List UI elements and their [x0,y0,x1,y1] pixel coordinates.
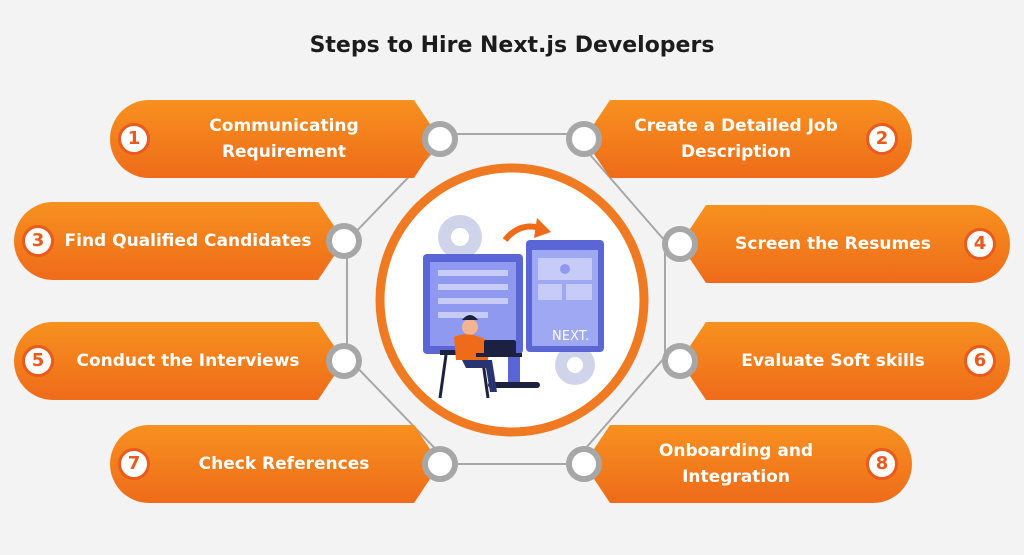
step-number-1: 1 [118,123,150,155]
laptop-icon [476,340,522,357]
step-number-2: 2 [866,123,898,155]
step-pill-5 [14,322,344,400]
connector-node-4 [662,226,698,262]
connector-node-1 [422,121,458,157]
step-pill-7 [110,425,440,503]
step-label-3: Find Qualified Candidates [58,228,318,254]
next-logo-text: NEXT. [552,329,589,344]
center-illustration: NEXT. [375,163,649,437]
page-title: Steps to Hire Next.js Developers [309,33,715,58]
step-number-4: 4 [964,228,996,260]
step-label-line: Communicating [209,116,359,136]
step-label-line: Evaluate Soft skills [741,351,925,371]
connector-node-6 [662,343,698,379]
step-label-line: Screen the Resumes [735,234,931,254]
step-label-line: Onboarding and [658,441,814,461]
connector-node-3 [326,223,362,259]
step-label-line: Requirement [221,142,347,162]
step-number-8: 8 [866,448,898,480]
connector-node-8 [566,446,602,482]
step-label-4: Screen the Resumes [706,231,960,257]
step-pill-1 [110,100,440,178]
step-pill-2 [584,100,912,178]
step-pill-3 [14,202,344,280]
step-label-line: Create a Detailed Job [634,116,838,136]
step-number-6: 6 [964,345,996,377]
step-label-line: Check References [198,454,370,474]
arrow-head-icon [534,218,551,238]
step-number-7: 7 [118,448,150,480]
step-number-3: 3 [22,225,54,257]
step-label-line: Conduct the Interviews [76,351,300,371]
gear-icon [438,215,595,385]
step-pill-6 [680,322,1010,400]
step-label-7: Check References [154,451,414,477]
connector-node-2 [566,121,602,157]
connector-node-5 [326,343,362,379]
step-label-line: Find Qualified Candidates [64,231,312,251]
step-label-line: Description [681,142,791,162]
step-number-5: 5 [22,345,54,377]
step-label-line: Integration [682,467,790,487]
step-pill-8 [584,425,912,503]
step-label-5: Conduct the Interviews [58,348,318,374]
browser-window-icon [526,240,604,352]
step-pill-4 [680,205,1010,283]
step-label-6: Evaluate Soft skills [706,348,960,374]
connector-node-7 [422,446,458,482]
